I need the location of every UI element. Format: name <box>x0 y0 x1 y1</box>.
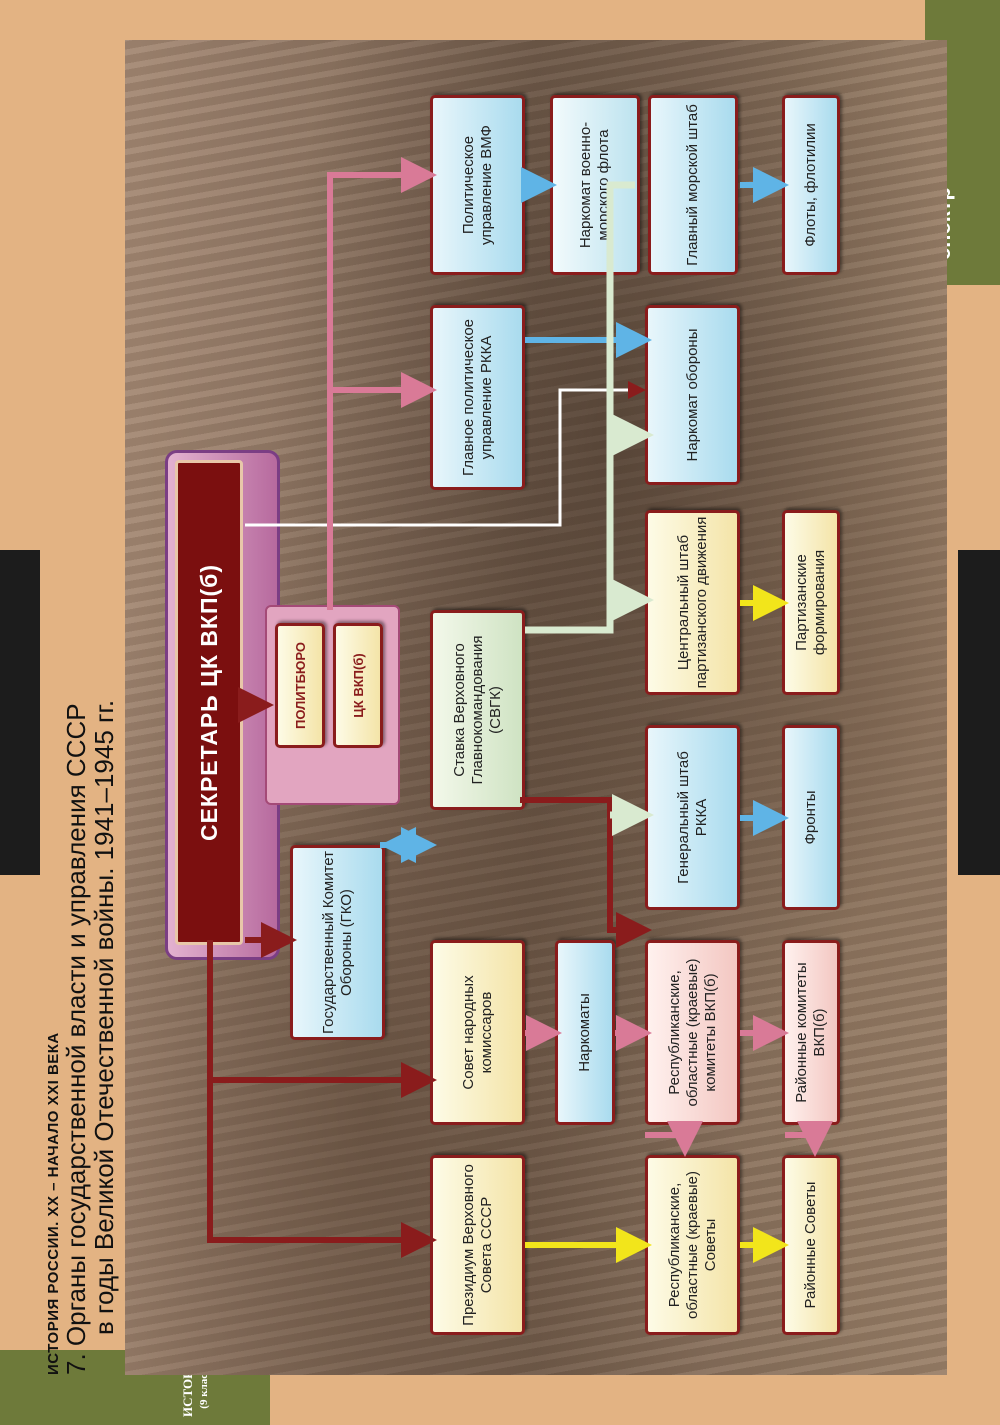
arrow-to-presidium <box>207 940 437 1258</box>
arrow-to-narkomat-oborony <box>245 381 646 527</box>
arrow-rep-komitety-to-rep-sovety <box>645 1121 703 1157</box>
arrow-svgk-to-rep-komitety <box>520 797 652 948</box>
arrow-to-pu-vmf <box>327 157 437 610</box>
svgk-bus <box>525 181 635 634</box>
arrow-raion-komitety-to-raion-sovety <box>785 1121 833 1157</box>
